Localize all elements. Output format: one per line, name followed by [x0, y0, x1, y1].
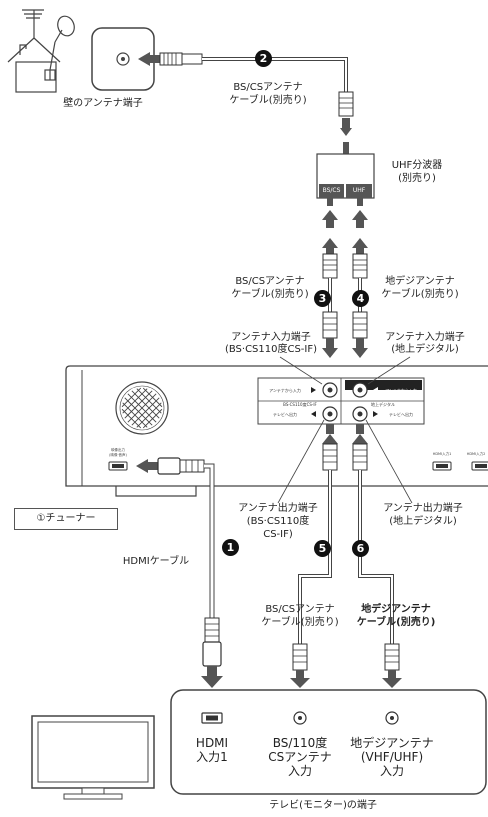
tuner-label: ①チューナー — [36, 513, 96, 524]
panel-hdmi-in2: HDMI入力2 — [466, 452, 486, 456]
wall-plug-arrow — [138, 52, 203, 66]
cable-3-number: 3 — [314, 290, 331, 307]
fan-grille-line — [121, 408, 142, 429]
cable-6-label-line1: 地デジアンテナ — [361, 604, 431, 615]
panel-hdmi-out-line2: (映像·音声) — [109, 453, 127, 457]
panel-bs-caption: BS·CS110度CS-IF — [283, 402, 317, 407]
cable-2-label-line1: BS/CSアンテナ — [233, 82, 303, 93]
fan-grille-line — [127, 393, 157, 423]
tv-bs-label-line3: 入力 — [287, 764, 312, 778]
cable-3-label-line2: ケーブル(別売り) — [231, 289, 309, 300]
cable-4-label-line1: 地デジアンテナ — [385, 276, 455, 287]
tuner-in-plugs — [322, 311, 368, 358]
splitter-lower-connectors — [322, 198, 368, 254]
uhf-splitter — [316, 142, 375, 199]
fan-grille-line — [136, 402, 162, 428]
hdmi-plug-tuner — [136, 457, 215, 490]
cable-2-number: 2 — [255, 50, 272, 67]
cable-5-label-line2: ケーブル(別売り) — [261, 617, 339, 628]
cable-6-label-line2: ケーブル(別売り) — [356, 617, 436, 628]
tv-monitor — [31, 715, 155, 800]
tuner-out-bs-label-line3: CS-IF) — [263, 529, 293, 540]
panel-in-left: アンテナから入力 — [269, 388, 301, 393]
tv-terminal-panel — [170, 689, 487, 795]
wall-outlet — [91, 27, 155, 91]
splitter-lower-plugs — [322, 253, 368, 279]
cable-1-number: 1 — [222, 539, 239, 556]
tv-terminal-title: テレビ(モニター)の端子 — [269, 800, 377, 811]
fan-grille — [121, 387, 163, 429]
tuner-out-plugs — [322, 424, 368, 471]
cable-5-number: 5 — [314, 540, 331, 557]
cable-1-label: HDMIケーブル — [122, 556, 190, 567]
splitter-top-plug — [338, 91, 354, 136]
fan-grille-line — [122, 402, 148, 428]
wall-outlet-label: 壁のアンテナ端子 — [63, 98, 143, 109]
tv-hdmi-label-line1: HDMI — [195, 736, 229, 750]
cable-4-label-line2: ケーブル(別売り) — [381, 289, 459, 300]
tv-bs-label-line1: BS/110度 — [272, 736, 328, 750]
splitter-port-uhf: UHF — [352, 187, 366, 194]
tuner-in-uhf-label-line1: アンテナ入力端子 — [385, 332, 465, 343]
cable-6-number: 6 — [352, 540, 369, 557]
panel-hdmi-in1: HDMI入力1 — [432, 452, 452, 456]
tuner-out-bs-label-line1: アンテナ出力端子 — [238, 503, 318, 514]
cable-2-label-line2: ケーブル(別売り) — [229, 95, 307, 106]
tv-uhf-label-line1: 地デジアンテナ — [350, 736, 434, 750]
tuner-out-bs-label-line2: (BS·CS110度 — [246, 516, 310, 527]
splitter-label-line1: UHF分波器 — [391, 160, 443, 171]
cable-1 — [201, 490, 223, 688]
tuner-out-uhf-label-line2: (地上デジタル) — [389, 516, 457, 527]
cable-3-label-line1: BS/CSアンテナ — [235, 276, 305, 287]
panel-out-left: テレビへ出力 — [273, 412, 297, 417]
fan-grille-line — [124, 397, 153, 426]
tuner-label-box: ①チューナー — [14, 508, 118, 530]
cables-5-6 — [290, 470, 402, 688]
fan-grille-line — [142, 408, 163, 429]
tv-bs-label-line2: CSアンテナ — [268, 750, 332, 764]
house-icon — [7, 9, 75, 93]
fan-grille-line — [131, 397, 160, 426]
tv-uhf-label-line3: 入力 — [379, 764, 404, 778]
tuner-in-bs-label-line1: アンテナ入力端子 — [231, 332, 311, 343]
antenna-panel — [257, 377, 425, 425]
tuner-in-uhf-label-line2: (地上デジタル) — [391, 344, 459, 355]
tuner-in-bs-label-line2: (BS·CS110度CS-IF) — [224, 344, 318, 355]
panel-hdmi-out-line1: 映像出力 — [111, 448, 125, 452]
splitter-port-bs: BS/CS — [322, 187, 341, 194]
splitter-label-line2: (別売り) — [398, 173, 436, 184]
cable-4-number: 4 — [352, 290, 369, 307]
panel-out-right: テレビへ出力 — [389, 412, 413, 417]
tv-hdmi-label-line2: 入力1 — [196, 750, 228, 764]
tv-uhf-label-line2: (VHF/UHF) — [360, 750, 424, 764]
panel-uhf-caption: 地上デジタル — [371, 402, 395, 407]
panel-in-right: アンテナから入力 — [385, 388, 417, 393]
cable-5-label-line1: BS/CSアンテナ — [265, 604, 335, 615]
tuner-out-uhf-label-line1: アンテナ出力端子 — [383, 503, 463, 514]
hdmi-ports — [108, 461, 488, 471]
callout-lines — [277, 356, 413, 504]
